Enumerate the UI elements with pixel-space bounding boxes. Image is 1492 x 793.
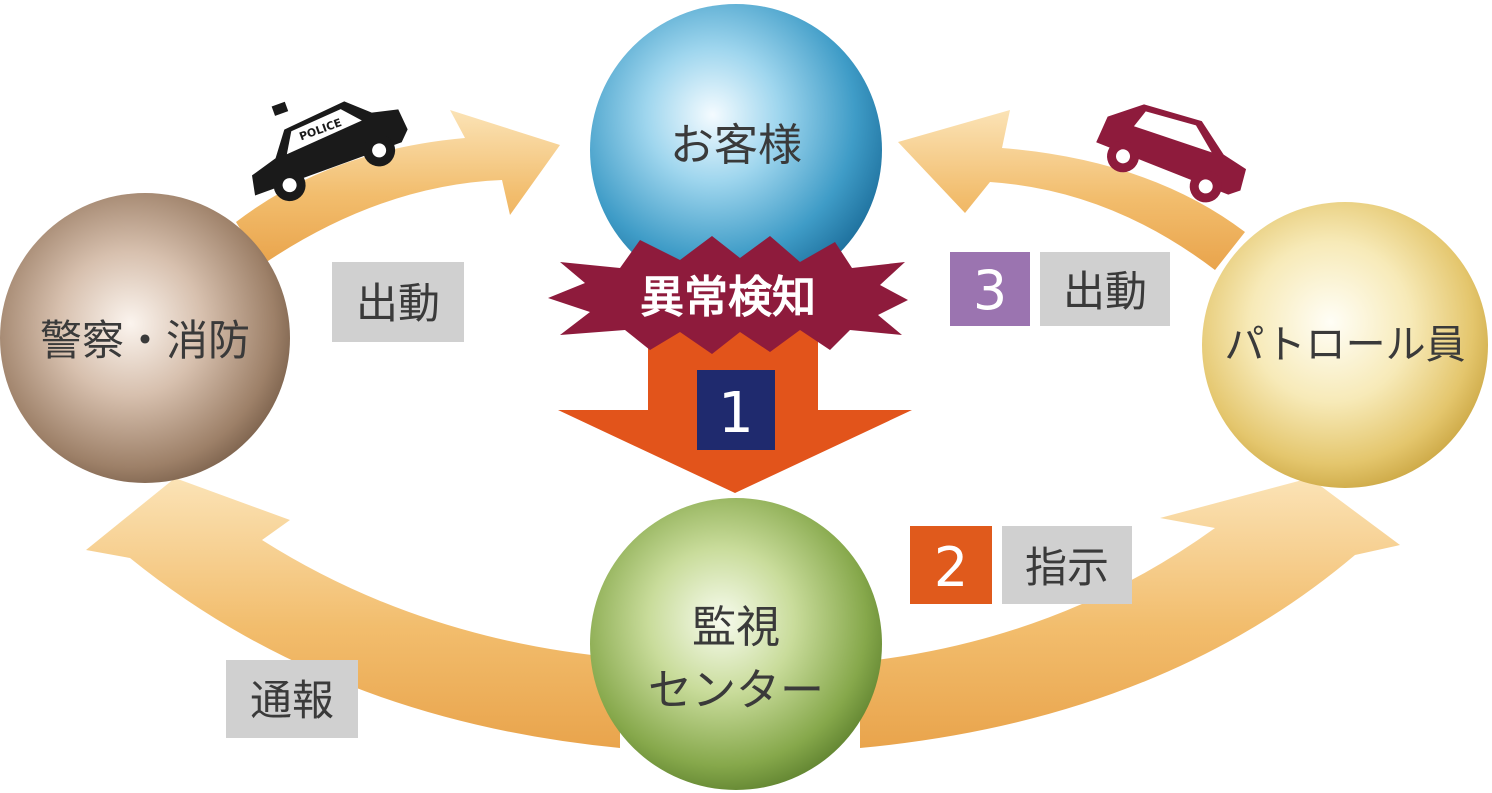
step1-badge (697, 370, 775, 450)
arrow-patrol-to-customer (898, 110, 1245, 270)
report-tag (226, 660, 358, 738)
police-fire-label: 警察・消防 (40, 316, 250, 365)
customer-label: お客様 (670, 120, 802, 171)
anomaly-burst (548, 236, 908, 354)
arrow-center-to-patrol (860, 478, 1400, 748)
step3-label: 出動 (1063, 267, 1147, 316)
step3-tag (1040, 252, 1170, 326)
arrow-center-to-police (86, 478, 620, 748)
step3-badge (950, 252, 1030, 326)
dispatch-left-tag (332, 262, 464, 342)
step2-tag (1002, 526, 1132, 604)
police-car-icon: POLICE (252, 101, 408, 202)
customer-node (590, 4, 882, 296)
patrol-label: パトロール員 (1224, 322, 1465, 368)
patrol-car-icon (1096, 104, 1247, 203)
report-label: 通報 (250, 676, 334, 725)
dispatch-left-label: 出動 (356, 279, 440, 328)
step1-number: 1 (718, 381, 754, 446)
center-node (590, 498, 882, 790)
arrow-police-to-customer (236, 110, 560, 265)
center-label-line1: 監視 (692, 602, 780, 653)
center-label-line2: センター (648, 665, 824, 716)
patrol-node (1202, 202, 1488, 488)
step2-label: 指示 (1025, 543, 1109, 592)
step3-number: 3 (973, 259, 1007, 322)
anomaly-burst-label: 異常検知 (640, 272, 816, 323)
step2-badge (910, 526, 992, 604)
police-fire-node (0, 193, 290, 483)
step2-number: 2 (934, 536, 968, 599)
